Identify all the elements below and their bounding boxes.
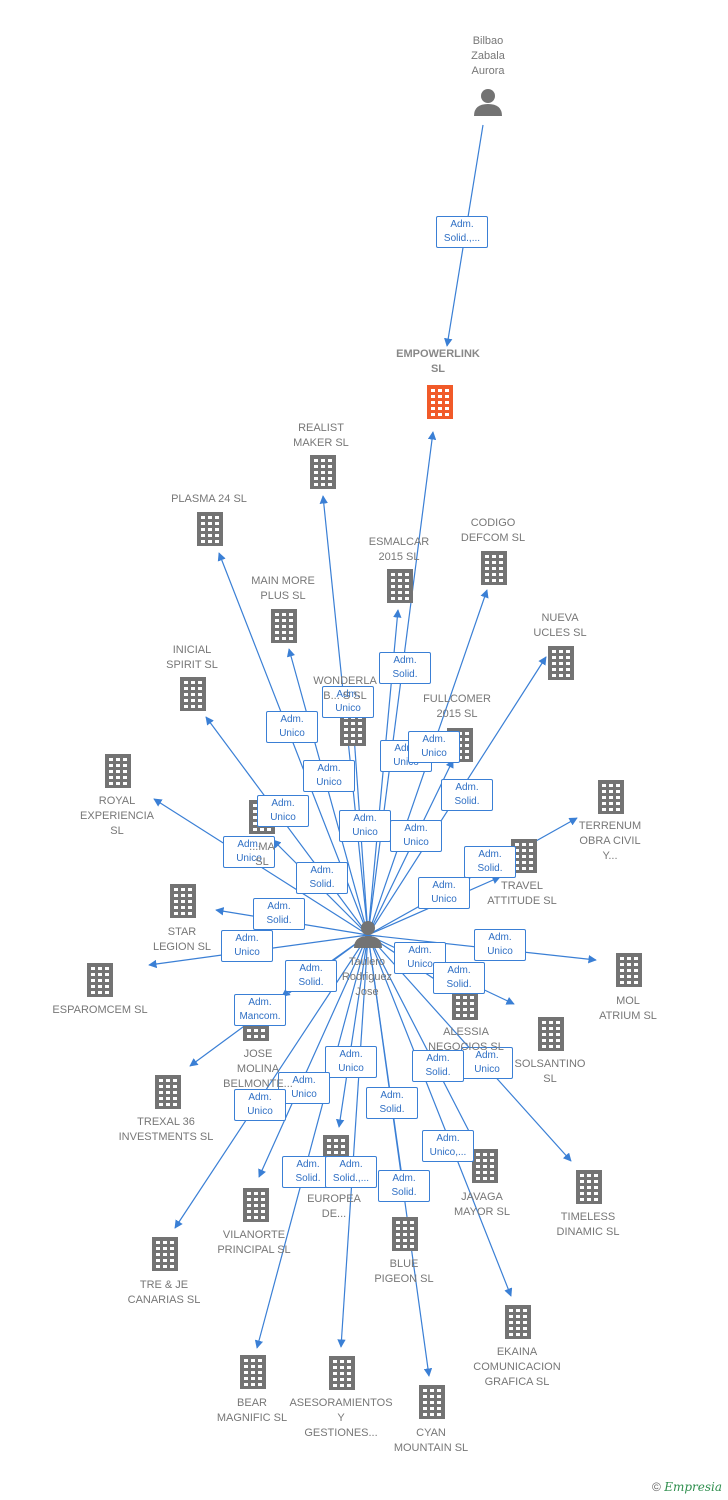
company-building-icon[interactable] [576,1170,602,1204]
edge-label[interactable]: Adm. Solid. [379,652,431,684]
edge-taulero-javaga [367,934,474,1140]
node-label-bear[interactable]: BEAR MAGNIFIC SL [216,1397,288,1424]
node-label-travel[interactable]: TRAVEL ATTITUDE SL [487,880,557,907]
edge-label[interactable]: Adm. Unico [339,810,391,842]
node-label-inicial[interactable]: INICIAL SPIRIT SL [166,644,218,671]
edge-label[interactable]: Adm. Unico [266,711,318,743]
node-label-taulero[interactable]: Taulero Rodriguez Jose [341,956,393,998]
node-label-alessia[interactable]: ALESSIA NEGOCIOS SL [428,1026,504,1053]
edge-label[interactable]: Adm. Unico [418,877,470,909]
edge-label[interactable]: Adm. Solid. [366,1087,418,1119]
company-building-icon[interactable] [598,780,624,814]
edge-label[interactable]: Adm. Unico [221,930,273,962]
brand-logo: Empresia [664,1480,722,1494]
node-label-codigo[interactable]: CODIGO DEFCOM SL [460,517,526,544]
edge-label[interactable]: Adm. Unico [303,760,355,792]
company-building-icon[interactable] [505,1305,531,1339]
edge-label[interactable]: Adm. Solid. [378,1170,430,1202]
edge-taulero-ekaina [367,934,513,1297]
node-label-blue[interactable]: BLUE PIGEON SL [374,1258,434,1285]
edge-label[interactable]: Adm. Solid. [433,962,485,994]
edge-taulero-mainmore [286,648,369,936]
edge-label[interactable]: Adm. Solid. [464,846,516,878]
node-label-josemolina[interactable]: JOSE MOLINA BELMONTE... [223,1048,293,1090]
company-building-icon[interactable] [481,551,507,585]
company-building-icon[interactable] [616,953,642,987]
edge-label[interactable]: Adm. Unico [474,929,526,961]
edge-label[interactable]: Adm. Unico [390,820,442,852]
node-label-ekaina[interactable]: EKAINA COMUNICACION GRAFICA SL [473,1346,561,1388]
company-building-icon[interactable] [152,1237,178,1271]
node-label-javaga[interactable]: JAVAGA MAYOR SL [453,1191,511,1218]
edge-label[interactable]: Adm. Unico [223,836,275,868]
node-label-star[interactable]: STAR LEGION SL [152,926,212,953]
edge-taulero-europea [335,934,369,1128]
company-building-icon[interactable] [170,884,196,918]
node-label-terrenum[interactable]: TERRENUM OBRA CIVIL Y... [578,820,642,862]
company-building-icon[interactable] [310,455,336,489]
node-label-nueva[interactable]: NUEVA UCLES SL [533,612,587,639]
company-building-icon[interactable] [105,754,131,788]
node-label-trexal[interactable]: TREXAL 36 INVESTMENTS SL [118,1116,214,1143]
company-building-icon[interactable] [87,963,113,997]
node-label-vilanorte[interactable]: VILANORTE PRINCIPAL SL [217,1229,291,1256]
edge-taulero-asesoramientos [337,934,369,1348]
edge-label[interactable]: Adm. Solid. [253,898,305,930]
edge-label[interactable]: Adm. Solid. [285,960,337,992]
edge-taulero-cyan [367,934,433,1377]
company-building-icon[interactable] [548,646,574,680]
node-label-bilbao[interactable]: Bilbao Zabala Aurora [471,35,505,77]
node-label-esparomcem[interactable]: ESPAROMCEM SL [52,1004,148,1016]
edge-label[interactable]: Adm. Mancom. [234,994,286,1026]
edge-label[interactable]: Adm. Unico [325,1046,377,1078]
node-label-asesoramientos[interactable]: ASESORAMIENTOS Y GESTIONES... [289,1397,393,1439]
edge-label[interactable]: Adm. Solid. [441,779,493,811]
company-building-icon[interactable] [197,512,223,546]
node-label-mainmore[interactable]: MAIN MORE PLUS SL [251,575,315,602]
company-building-icon[interactable] [271,609,297,643]
edge-taulero-bear [254,934,369,1349]
copyright-symbol: © [652,1480,661,1494]
company-building-icon[interactable] [472,1149,498,1183]
company-building-icon[interactable] [240,1355,266,1389]
node-label-timeless[interactable]: TIMELESS DINAMIC SL [556,1211,620,1238]
edge-label[interactable]: Adm. Unico [234,1089,286,1121]
company-building-icon[interactable] [392,1217,418,1251]
company-building-icon[interactable] [180,677,206,711]
edge-label[interactable]: Adm. Solid.,... [325,1156,377,1188]
edge-label[interactable]: Adm. Unico [257,795,309,827]
node-label-plasma[interactable]: PLASMA 24 SL [171,493,247,505]
edge-label[interactable]: Adm. Unico [408,731,460,763]
edge-label[interactable]: Adm. Unico [322,686,374,718]
company-building-icon[interactable] [538,1017,564,1051]
company-building-icon[interactable] [329,1356,355,1390]
copyright: © Empresia [652,1480,722,1494]
node-label-esmalcar[interactable]: ESMALCAR 2015 SL [368,536,430,563]
node-label-fullcomer[interactable]: FULLCOMER 2015 SL [423,693,491,720]
node-label-mol[interactable]: MOL ATRIUM SL [599,995,657,1022]
main-company-building-icon[interactable] [427,385,453,419]
node-label-realist[interactable]: REALIST MAKER SL [293,422,349,449]
company-building-icon[interactable] [243,1188,269,1222]
edge-label[interactable]: Adm. Unico,... [422,1130,474,1162]
node-label-solsantino[interactable]: SOLSANTINO SL [514,1058,586,1085]
node-label-royal[interactable]: ROYAL EXPERIENCIA SL [80,795,154,837]
edge-label[interactable]: Adm. Solid.,... [436,216,488,248]
person-icon[interactable] [474,89,502,116]
node-label-trejecanarias[interactable]: TRE & JE CANARIAS SL [127,1279,201,1306]
company-building-icon[interactable] [155,1075,181,1109]
company-building-icon[interactable] [387,569,413,603]
node-label-wonderla[interactable]: WONDERLA B... S SL [313,675,377,702]
edge-label[interactable]: Adm. Solid. [296,862,348,894]
edge-label[interactable]: Adm. Unico [461,1047,513,1079]
company-building-icon[interactable] [419,1385,445,1419]
node-label-europea[interactable]: EUROPEA DE... [307,1193,361,1220]
edge-taulero-vilanorte [258,934,369,1178]
edge-label[interactable]: Adm. Unico [278,1072,330,1104]
node-label-empowerlink[interactable]: EMPOWERLINK SL [396,348,480,375]
node-label-cyan[interactable]: CYAN MOUNTAIN SL [393,1427,469,1454]
person-icon[interactable] [354,921,382,948]
node-label-ma[interactable]: ...MA SL [249,841,275,868]
edge-label[interactable]: Adm. Solid. [412,1050,464,1082]
